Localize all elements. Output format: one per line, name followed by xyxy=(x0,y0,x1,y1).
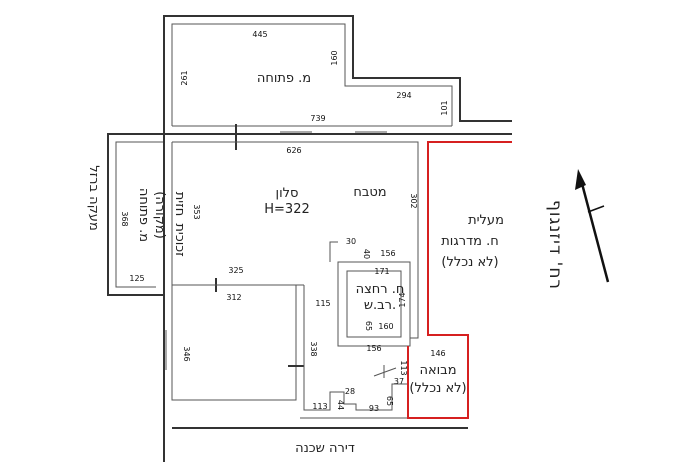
dim-bedroom-width: 312 xyxy=(226,293,241,302)
dim-bath-corner-h: 40 xyxy=(362,249,371,259)
dim-step-width: 294 xyxy=(396,91,411,100)
dim-bedroom-right: 338 xyxy=(309,341,318,356)
dim-entry-width: 146 xyxy=(430,349,445,358)
dim-entry-seg-d: 93 xyxy=(369,404,379,413)
label-bathroom-line1: ח. רחצה xyxy=(356,282,405,297)
dim-bath-bottom: 160 xyxy=(378,322,393,331)
dim-bath-bottom-outer: 156 xyxy=(366,344,381,353)
dim-bath-top: 171 xyxy=(374,267,389,276)
label-living-height: H=322 xyxy=(264,202,309,217)
label-living-room: סלון xyxy=(276,186,299,201)
dim-bedroom-height: 346 xyxy=(182,346,191,361)
label-iron-railing: מעקה ברזל xyxy=(86,165,101,231)
bedroom-walls xyxy=(171,284,409,411)
label-entrance-line1: מבואה xyxy=(419,363,456,378)
dim-bath-corner-w: 30 xyxy=(346,237,356,246)
dim-entry-seg-e: 28 xyxy=(345,387,355,396)
entry-door xyxy=(373,365,397,378)
dim-living-width: 626 xyxy=(286,146,301,155)
dim-entry-seg-f: 44 xyxy=(336,400,345,410)
bathroom-walls xyxy=(329,241,411,347)
label-kitchen: מטבח xyxy=(353,185,386,200)
label-sunroom-line1: מ. פתוחה xyxy=(136,188,151,242)
dim-sunroom-width: 125 xyxy=(129,274,144,283)
dim-top-width: 445 xyxy=(252,30,267,39)
dim-bath-side: 174 xyxy=(398,292,407,307)
label-kitchen-window-line1: חזית xyxy=(172,192,187,216)
dim-living-right: 302 xyxy=(409,193,418,208)
sunroom-walls xyxy=(107,133,164,296)
label-staircase-line1: מעלית xyxy=(468,213,504,228)
label-staircase-line2: ח. מדרגות xyxy=(441,234,498,249)
dim-bath-top-outer: 156 xyxy=(380,249,395,258)
dim-bath-left: 65 xyxy=(364,321,373,331)
upper-balcony-walls xyxy=(163,15,512,134)
dim-entry-seg-c: 65 xyxy=(385,396,394,406)
label-neighbor-apartment: דירה שכנה xyxy=(295,441,355,456)
dim-main-width: 739 xyxy=(310,114,325,123)
dim-entry-seg-g: 113 xyxy=(312,402,327,411)
label-sunroom-line2: (מקורה) xyxy=(152,191,167,239)
dim-corridor: 115 xyxy=(315,299,330,308)
dim-step-height: 101 xyxy=(440,100,449,115)
dim-top-right-wall: 160 xyxy=(330,50,339,65)
north-arrow-icon xyxy=(575,169,610,283)
label-staircase-line3: (לא נכלל) xyxy=(441,255,498,270)
dim-living-left: 353 xyxy=(192,204,201,219)
label-kitchen-window-line2: זכוכית xyxy=(172,223,187,256)
label-entrance-line2: (לא נכלל) xyxy=(409,381,466,396)
dim-entry-seg-a: 113 xyxy=(399,360,408,375)
staircase-outline xyxy=(407,141,512,419)
dim-hall-width: 325 xyxy=(228,266,243,275)
label-bathroom-line2: רב.ש. xyxy=(364,298,396,313)
dim-balcony-left: 261 xyxy=(180,70,189,85)
label-street: רח' דיזנגוף xyxy=(545,200,565,290)
label-open-balcony: מ. פתוחה xyxy=(257,71,311,86)
dim-sunroom-height: 368 xyxy=(120,211,129,226)
dim-entry-seg-b: 37 xyxy=(394,377,404,386)
